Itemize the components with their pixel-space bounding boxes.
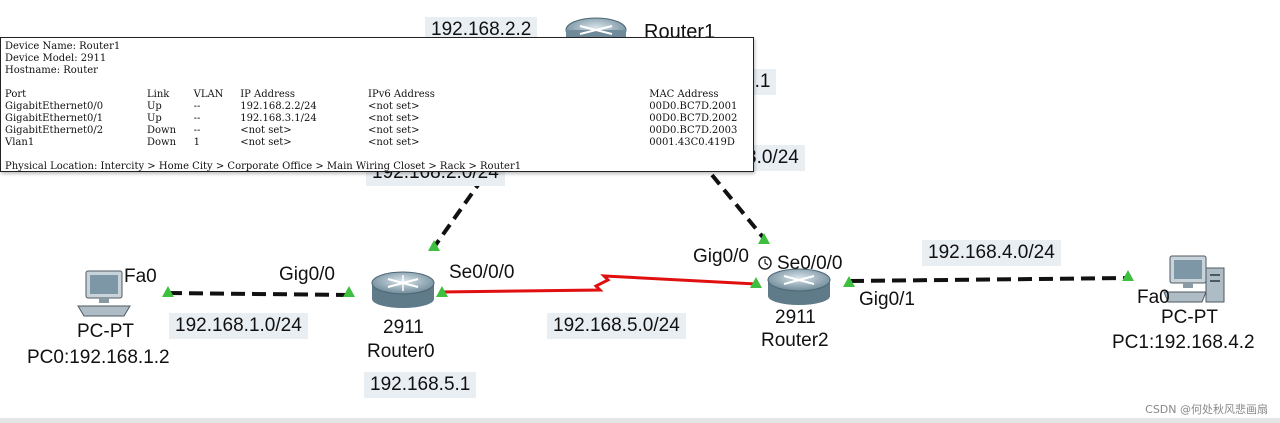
- router0-model-label: 2911: [383, 317, 424, 339]
- router2-model-label: 2911: [775, 307, 816, 329]
- network-lan0-label: 192.168.1.0/24: [169, 313, 308, 339]
- router2-name-label: Router2: [761, 330, 829, 352]
- cell-mac: 00D0.BC7D.2002: [649, 113, 738, 124]
- cell-mac: 0001.43C0.419D: [649, 137, 735, 148]
- port-status-up-icon: [758, 233, 770, 244]
- table-row: GigabitEthernet0/2 Down -- <not set> <no…: [5, 125, 749, 137]
- pc0-name-label: PC0:192.168.1.2: [27, 347, 170, 368]
- router1-icon[interactable]: [565, 17, 627, 43]
- cell-vlan: --: [193, 113, 201, 124]
- cell-link: Up: [147, 113, 162, 124]
- pc1-type-label: PC-PT: [1161, 307, 1218, 329]
- cell-port: GigabitEthernet0/0: [5, 101, 104, 112]
- link-router1-router2[interactable]: [710, 173, 768, 243]
- header-ip: IP Address: [240, 89, 296, 100]
- router0-gig00-label: Gig0/0: [279, 264, 335, 285]
- link-router0-router2-serial[interactable]: [439, 274, 757, 294]
- cell-ip: <not set>: [240, 137, 292, 148]
- cell-link: Down: [147, 137, 177, 148]
- pc0-type-label: PC-PT: [77, 321, 134, 343]
- table-row: GigabitEthernet0/0 Up -- 192.168.2.2/24 …: [5, 101, 749, 113]
- cell-ip: 192.168.3.1/24: [240, 113, 317, 124]
- port-status-up-icon: [343, 286, 355, 297]
- cell-vlan: --: [193, 101, 201, 112]
- header-vlan: VLAN: [193, 89, 224, 100]
- pc1-name-label: PC1:192.168.4.2: [1112, 332, 1255, 353]
- tooltip-table-header: Port Link VLAN IP Address IPv6 Address M…: [5, 89, 749, 101]
- tooltip-device-model: Device Model: 2911: [5, 53, 107, 64]
- pc1-icon[interactable]: [1163, 255, 1225, 303]
- header-mac: MAC Address: [649, 89, 719, 100]
- cell-ipv6: <not set>: [368, 113, 420, 124]
- cell-ipv6: <not set>: [368, 101, 420, 112]
- port-status-up-icon: [436, 286, 448, 297]
- router2-icon[interactable]: [767, 268, 831, 305]
- network-lan1-label: 192.168.4.0/24: [922, 240, 1061, 266]
- cell-link: Up: [147, 101, 162, 112]
- tooltip-physical-location: Physical Location: Intercity > Home City…: [5, 161, 522, 172]
- cell-port: GigabitEthernet0/2: [5, 125, 104, 136]
- router0-icon[interactable]: [371, 271, 435, 308]
- table-row: GigabitEthernet0/1 Up -- 192.168.3.1/24 …: [5, 113, 749, 125]
- clock-icon: [758, 256, 772, 270]
- link-pc0-router0[interactable]: [167, 291, 351, 297]
- tooltip-spacer: [5, 77, 749, 89]
- pc1-interface-label: Fa0: [1137, 287, 1170, 308]
- router2-se000-label: Se0/0/0: [777, 253, 843, 274]
- header-port: Port: [5, 89, 27, 100]
- pc0-icon[interactable]: [77, 270, 131, 317]
- router2-gig00-label: Gig0/0: [693, 246, 749, 267]
- tooltip-hostname: Hostname: Router: [5, 65, 98, 76]
- network-serial-label: 192.168.5.0/24: [547, 313, 686, 339]
- cell-mac: 00D0.BC7D.2003: [649, 125, 738, 136]
- link-router2-pc1[interactable]: [849, 276, 1131, 283]
- cell-link: Down: [147, 125, 177, 136]
- cell-vlan: --: [193, 125, 201, 136]
- device-info-tooltip: Device Name: Router1 Device Model: 2911 …: [0, 37, 754, 172]
- bottom-bar: [0, 418, 1280, 423]
- cell-ip: 192.168.2.2/24: [240, 101, 317, 112]
- port-status-up-icon: [428, 240, 440, 251]
- port-status-up-icon: [750, 277, 762, 288]
- header-link: Link: [147, 89, 170, 100]
- cell-port: GigabitEthernet0/1: [5, 113, 104, 124]
- tooltip-spacer: [5, 149, 749, 161]
- cell-ip: <not set>: [240, 125, 292, 136]
- table-row: Vlan1 Down 1 <not set> <not set> 0001.43…: [5, 137, 749, 149]
- port-status-up-icon: [843, 276, 855, 287]
- cell-mac: 00D0.BC7D.2001: [649, 101, 738, 112]
- cell-vlan: 1: [193, 137, 200, 148]
- cell-port: Vlan1: [5, 137, 35, 148]
- router0-serial-ip-label: 192.168.5.1: [364, 372, 477, 398]
- router2-gig01-label: Gig0/1: [859, 289, 915, 310]
- tooltip-device-name: Device Name: Router1: [5, 41, 121, 52]
- cell-ipv6: <not set>: [368, 137, 420, 148]
- router0-name-label: Router0: [367, 341, 435, 363]
- pc0-interface-label: Fa0: [124, 266, 157, 287]
- watermark: CSDN @何处秋风悲画扇: [1145, 403, 1268, 416]
- port-status-up-icon: [1122, 270, 1134, 281]
- link-router0-router1[interactable]: [430, 173, 487, 252]
- port-status-up-icon: [162, 286, 174, 297]
- header-ipv6: IPv6 Address: [368, 89, 435, 100]
- router0-se000-label: Se0/0/0: [449, 262, 515, 283]
- cell-ipv6: <not set>: [368, 125, 420, 136]
- tooltip-port-table: Port Link VLAN IP Address IPv6 Address M…: [5, 89, 749, 149]
